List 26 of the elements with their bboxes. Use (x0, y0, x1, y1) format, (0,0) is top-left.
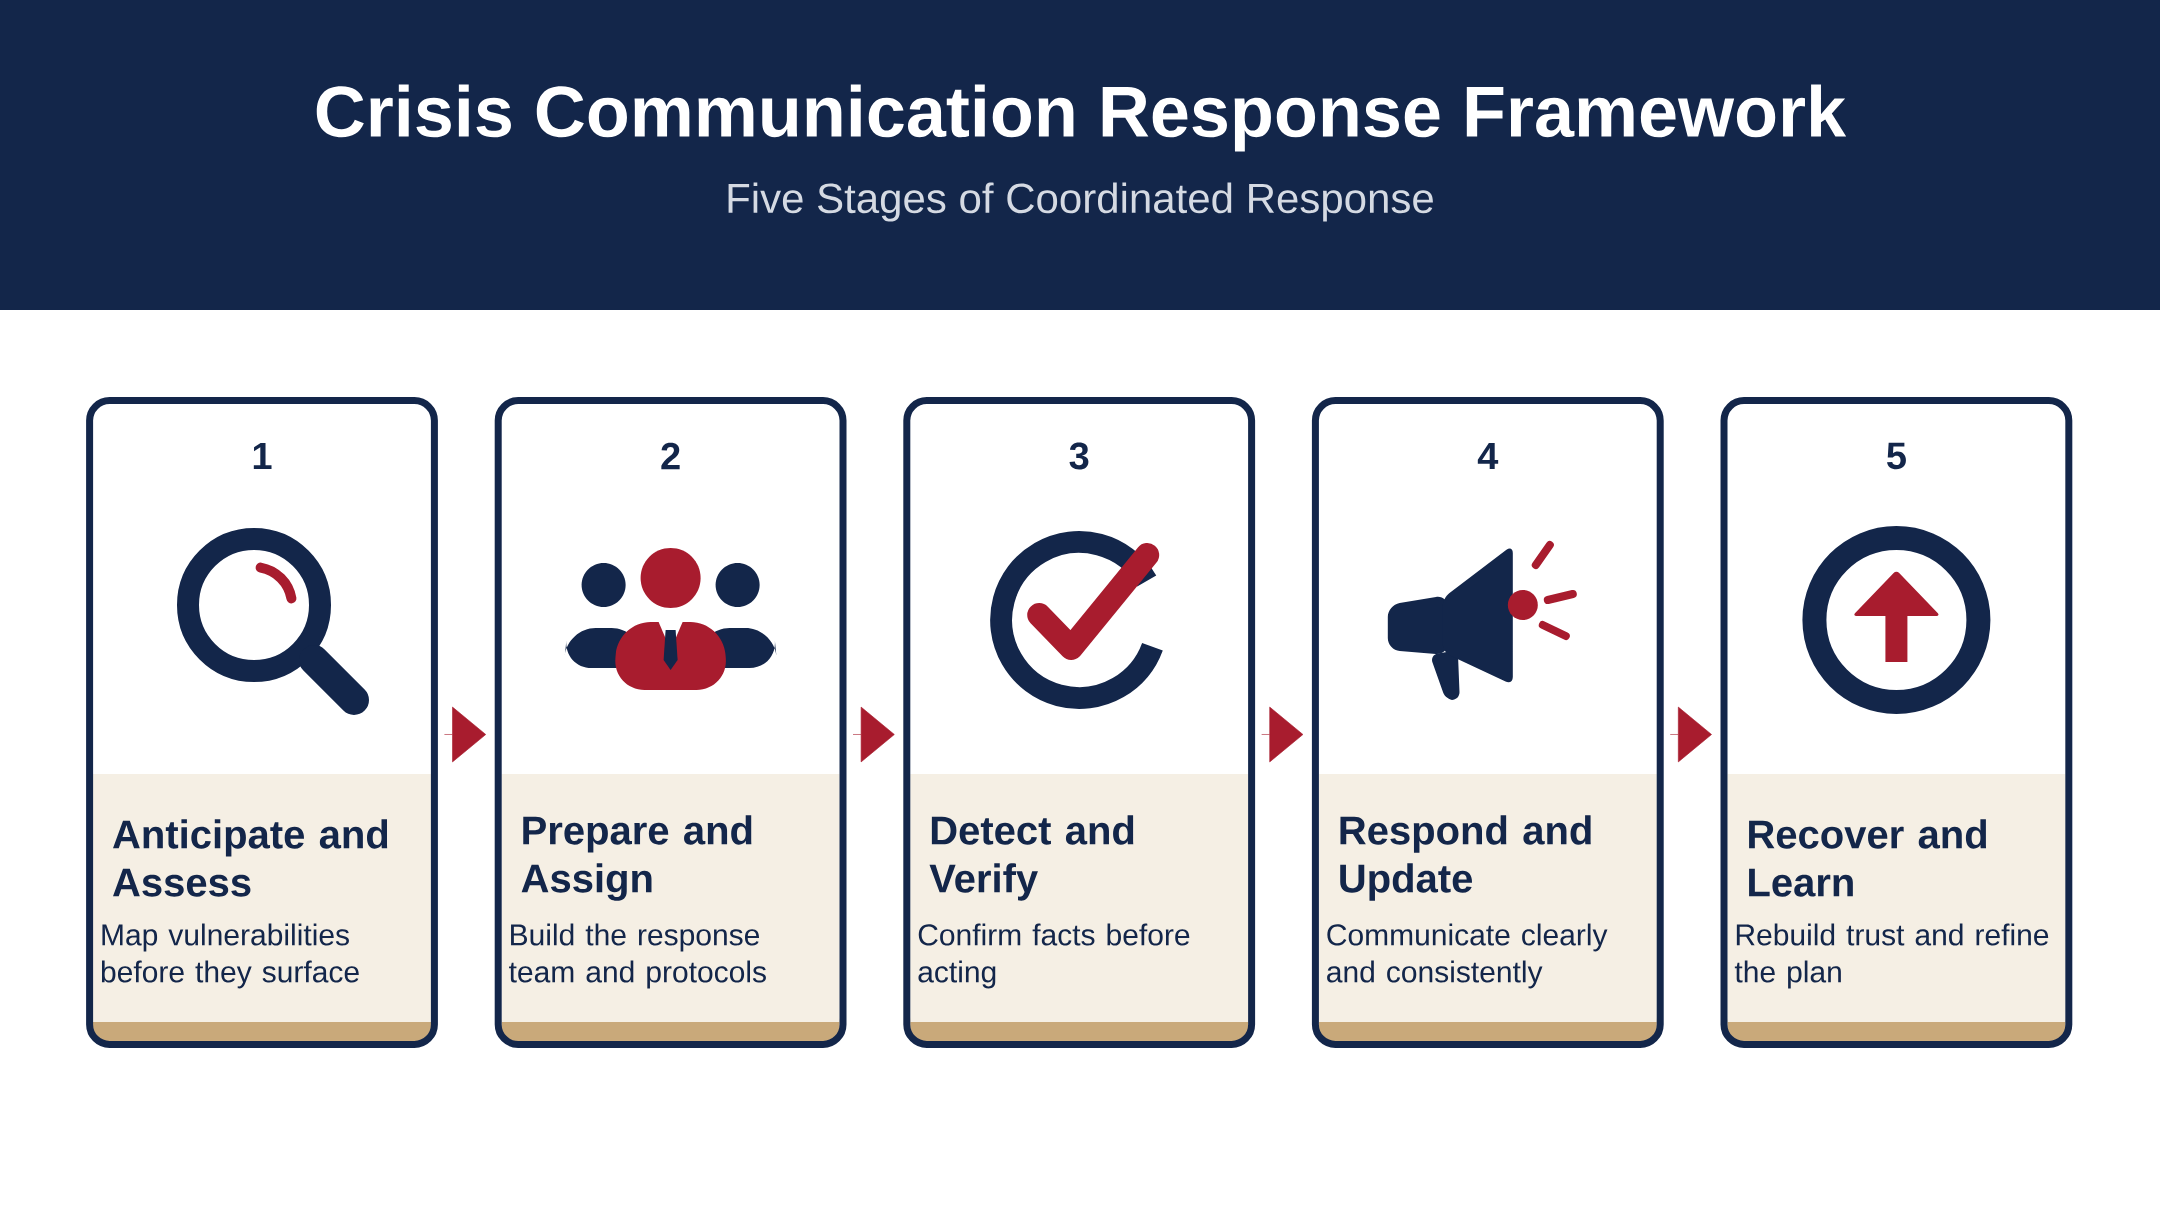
step-description: Confirm facts before acting (918, 923, 1190, 989)
step-description: Rebuild trust and refine the plan (1734, 923, 2049, 989)
arrow (444, 706, 487, 763)
title: Crisis Communication Response Framework (316, 84, 1847, 152)
subtitle: Five Stages of Coordinated Response (728, 182, 1433, 222)
step-heading: Respond and Update (1340, 815, 1591, 901)
step-card (1311, 397, 1664, 1048)
step-card (1720, 397, 2073, 1048)
step-number: 3 (1069, 442, 1089, 470)
step-description: Build the response team and protocols (509, 923, 766, 989)
step-heading: Prepare and Assign (521, 815, 752, 901)
step-number: 4 (1477, 442, 1499, 470)
step-description: Map vulnerabilities before they surface (101, 923, 359, 989)
step-number: 5 (1887, 442, 1906, 470)
step-card (494, 397, 847, 1048)
step-heading: Recover and Learn (1749, 819, 1987, 897)
step-heading: Anticipate and Assess (113, 819, 388, 897)
step-heading: Detect and Verify (929, 815, 1134, 901)
step-number: 2 (661, 442, 680, 470)
step-description: Communicate clearly and consistently (1327, 923, 1608, 989)
arrow (1261, 706, 1304, 763)
arrow (1669, 706, 1712, 763)
step-card (86, 397, 438, 1048)
arrow (852, 706, 895, 763)
step-card (903, 397, 1256, 1048)
step-number: 1 (253, 442, 272, 470)
